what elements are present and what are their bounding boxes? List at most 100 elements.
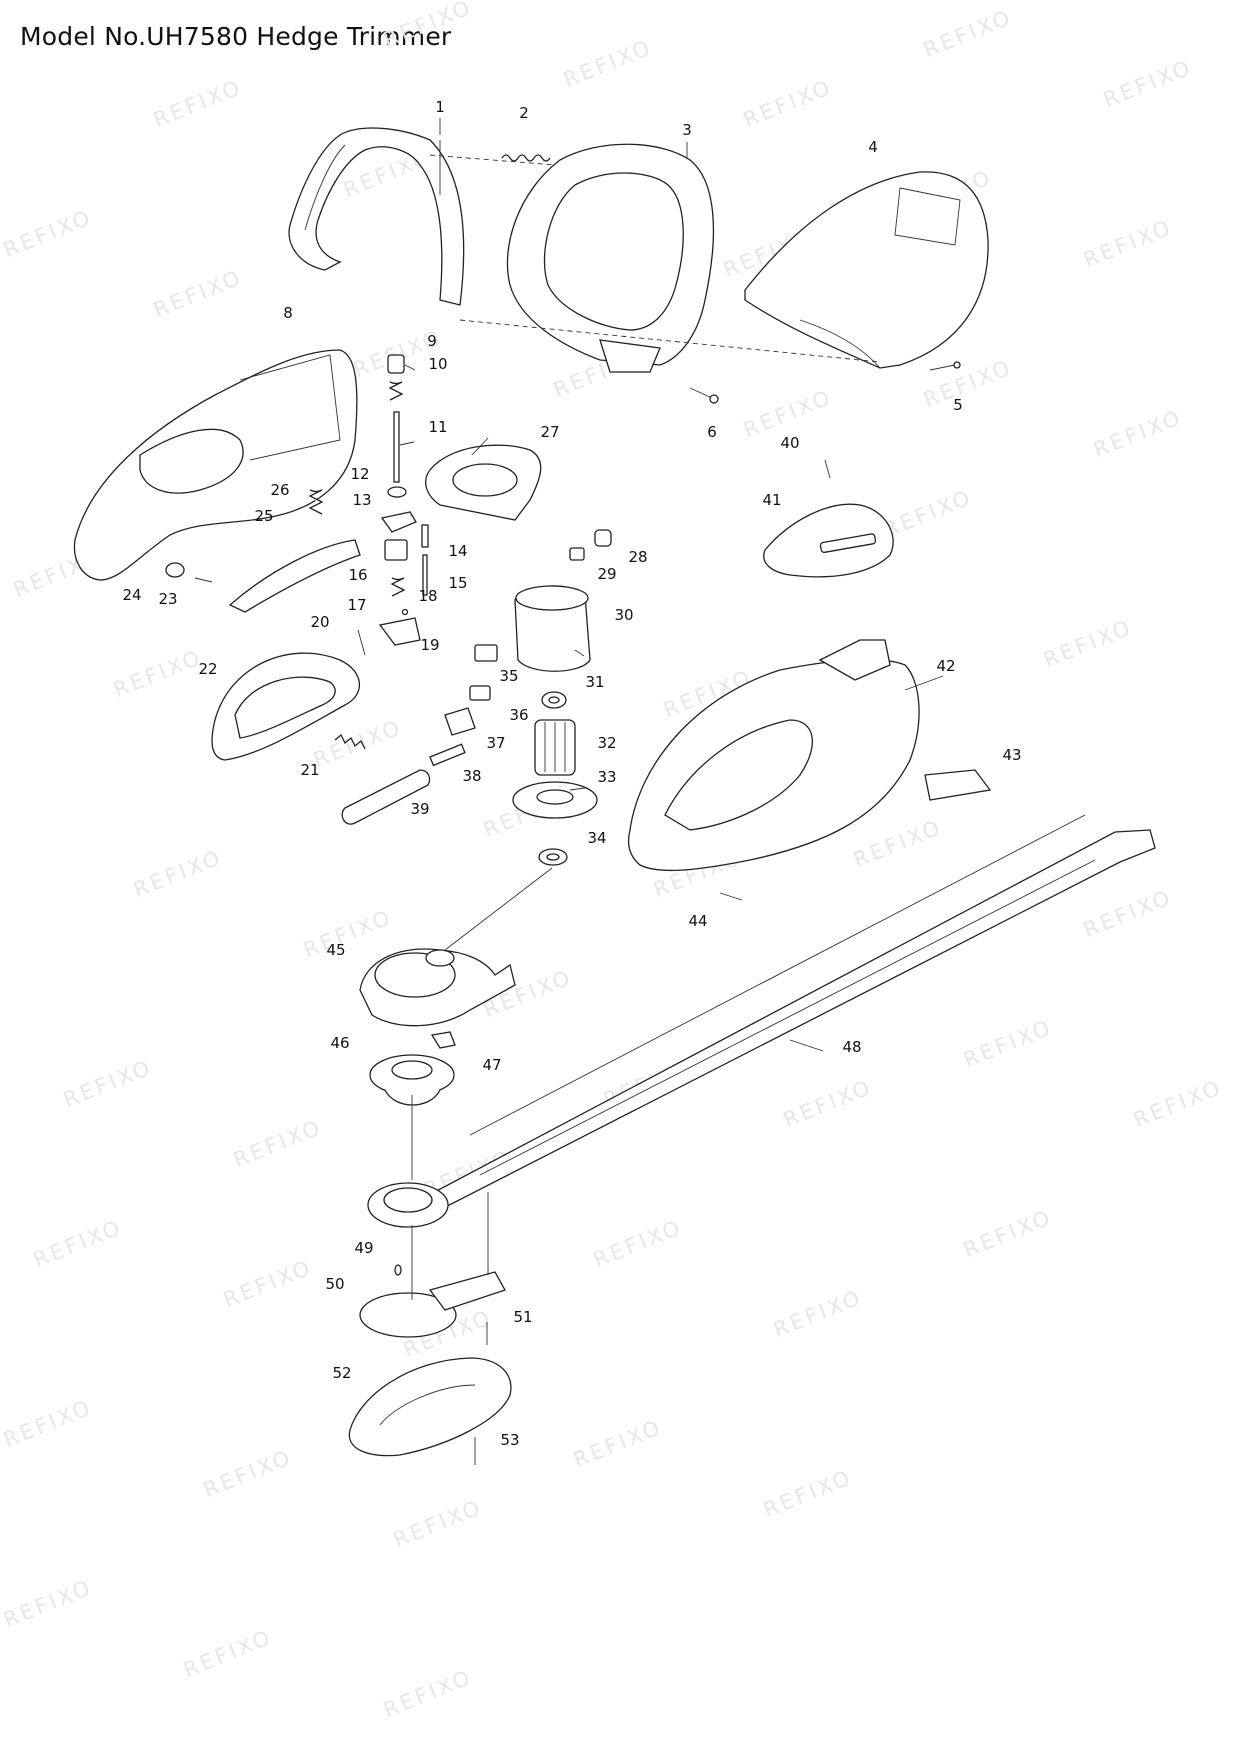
- part-label-41: 41: [762, 491, 781, 509]
- part-label-11: 11: [428, 418, 447, 436]
- part-23-screw: [194, 577, 213, 583]
- part-label-2: 2: [519, 104, 529, 122]
- part-label-1: 1: [435, 98, 445, 116]
- page-title: Model No.UH7580 Hedge Trimmer: [20, 22, 452, 51]
- part-label-30: 30: [614, 606, 633, 624]
- part-47-clip: [430, 1031, 456, 1049]
- part-19-switch-lever: [378, 617, 421, 646]
- part-44-screw: [719, 892, 743, 901]
- part-label-50: 50: [325, 1275, 344, 1293]
- part-label-32: 32: [597, 734, 616, 752]
- part-30-field: [514, 585, 591, 672]
- part-14-pin: [421, 524, 429, 548]
- part-label-29: 29: [597, 565, 616, 583]
- part-27-motor-bracket: [425, 444, 542, 521]
- part-label-35: 35: [499, 667, 518, 685]
- part-label-21: 21: [300, 761, 319, 779]
- part-2-spring: [501, 154, 551, 162]
- part-49-pin: [394, 1264, 402, 1276]
- part-17-spring: [390, 577, 406, 597]
- part-39-cord-protector: [341, 769, 431, 825]
- part-label-37: 37: [486, 734, 505, 752]
- part-label-42: 42: [936, 657, 955, 675]
- part-label-6: 6: [707, 423, 717, 441]
- part-label-48: 48: [842, 1038, 861, 1056]
- part-10-spring: [388, 381, 404, 401]
- part-18-ball: [401, 608, 409, 616]
- part-32-armature: [534, 719, 576, 776]
- part-21-spring: [334, 733, 366, 750]
- part-40-screw: [824, 459, 831, 479]
- part-5-screw: [929, 361, 961, 371]
- part-label-53: 53: [500, 1431, 519, 1449]
- part-20-screw: [357, 629, 366, 656]
- part-label-4: 4: [868, 138, 878, 156]
- part-48-blade-seal-ring: [367, 1182, 449, 1228]
- part-37-connector: [444, 707, 476, 736]
- part-label-45: 45: [326, 941, 345, 959]
- part-9-cap: [387, 354, 405, 374]
- part-26-spring: [308, 489, 324, 515]
- part-15-rod: [422, 554, 428, 596]
- part-41-cover: [763, 503, 894, 578]
- part-24-washer: [165, 562, 185, 578]
- part-3-handle-frame: [506, 143, 715, 373]
- part-31-bearing: [541, 691, 567, 709]
- part-46-gear: [369, 1054, 455, 1106]
- part-label-10: 10: [428, 355, 447, 373]
- part-29-carbon-brush: [569, 547, 585, 561]
- part-33-fan: [512, 781, 598, 819]
- part-43-plate: [924, 769, 992, 801]
- part-label-12: 12: [350, 465, 369, 483]
- part-label-19: 19: [420, 636, 439, 654]
- part-label-28: 28: [628, 548, 647, 566]
- part-label-3: 3: [682, 121, 692, 139]
- part-34-bearing: [538, 848, 568, 866]
- part-label-38: 38: [462, 767, 481, 785]
- part-label-33: 33: [597, 768, 616, 786]
- part-35-switch: [474, 644, 498, 662]
- part-label-43: 43: [1002, 746, 1021, 764]
- part-16-block: [384, 539, 408, 561]
- part-13-lever: [380, 511, 417, 533]
- part-label-34: 34: [587, 829, 606, 847]
- part-label-36: 36: [509, 706, 528, 724]
- part-label-22: 22: [198, 660, 217, 678]
- part-label-8: 8: [283, 304, 293, 322]
- part-label-44: 44: [688, 912, 707, 930]
- part-50-crank: [359, 1271, 506, 1338]
- part-label-14: 14: [448, 542, 467, 560]
- part-label-47: 47: [482, 1056, 501, 1074]
- part-45-gear-housing: [359, 948, 516, 1027]
- part-label-25: 25: [254, 507, 273, 525]
- part-36-block: [469, 685, 491, 701]
- part-48-blade: [409, 814, 1156, 1221]
- part-label-17: 17: [347, 596, 366, 614]
- part-label-27: 27: [540, 423, 559, 441]
- part-52-gear-cover: [348, 1357, 512, 1457]
- part-label-23: 23: [158, 590, 177, 608]
- part-label-49: 49: [354, 1239, 373, 1257]
- part-label-39: 39: [410, 800, 429, 818]
- part-label-40: 40: [780, 434, 799, 452]
- part-4-cover: [744, 171, 989, 369]
- part-label-16: 16: [348, 566, 367, 584]
- part-label-9: 9: [427, 332, 437, 350]
- part-label-13: 13: [352, 491, 371, 509]
- part-12-washer: [387, 486, 407, 498]
- part-label-31: 31: [585, 673, 604, 691]
- part-label-46: 46: [330, 1034, 349, 1052]
- part-6-screw: [689, 387, 719, 404]
- part-8-housing: [73, 349, 358, 581]
- part-38-cord-guard: [429, 743, 466, 767]
- label-leaders: [399, 118, 944, 1052]
- part-42-main-housing: [627, 639, 920, 872]
- part-28-brush-cap: [594, 529, 612, 547]
- part-label-5: 5: [953, 396, 963, 414]
- part-22-guard: [211, 652, 361, 761]
- part-label-15: 15: [448, 574, 467, 592]
- part-1-front-handle: [288, 127, 465, 306]
- part-label-18: 18: [418, 587, 437, 605]
